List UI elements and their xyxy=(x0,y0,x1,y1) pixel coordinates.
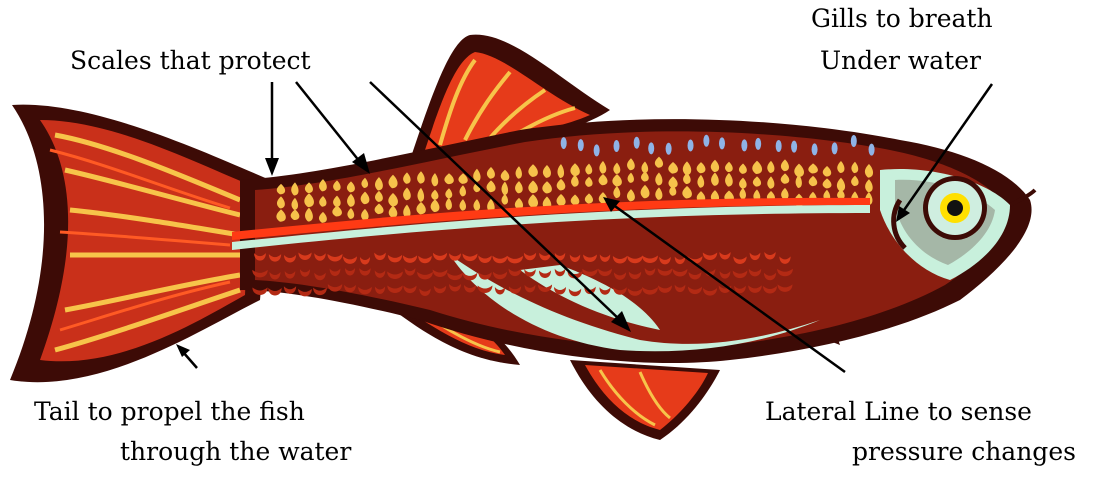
gills-label-line1: Gills to breath xyxy=(811,4,993,34)
tail-label-line1: Tail to propel the fish xyxy=(34,397,305,427)
fish-body xyxy=(240,119,1032,363)
fish-eye xyxy=(923,176,987,240)
scales-arrow-2 xyxy=(296,82,370,174)
lateral-line-label-line2: pressure changes xyxy=(852,437,1076,467)
tail-label-line2: through the water xyxy=(120,437,351,467)
scales-arrow-1 xyxy=(265,82,279,176)
tail-arrow xyxy=(176,344,197,368)
lateral-line-label-line1: Lateral Line to sense xyxy=(765,397,1032,427)
tail-fin xyxy=(10,105,270,383)
gills-label-line2: Under water xyxy=(820,46,981,76)
scales-label: Scales that protect xyxy=(70,46,311,76)
